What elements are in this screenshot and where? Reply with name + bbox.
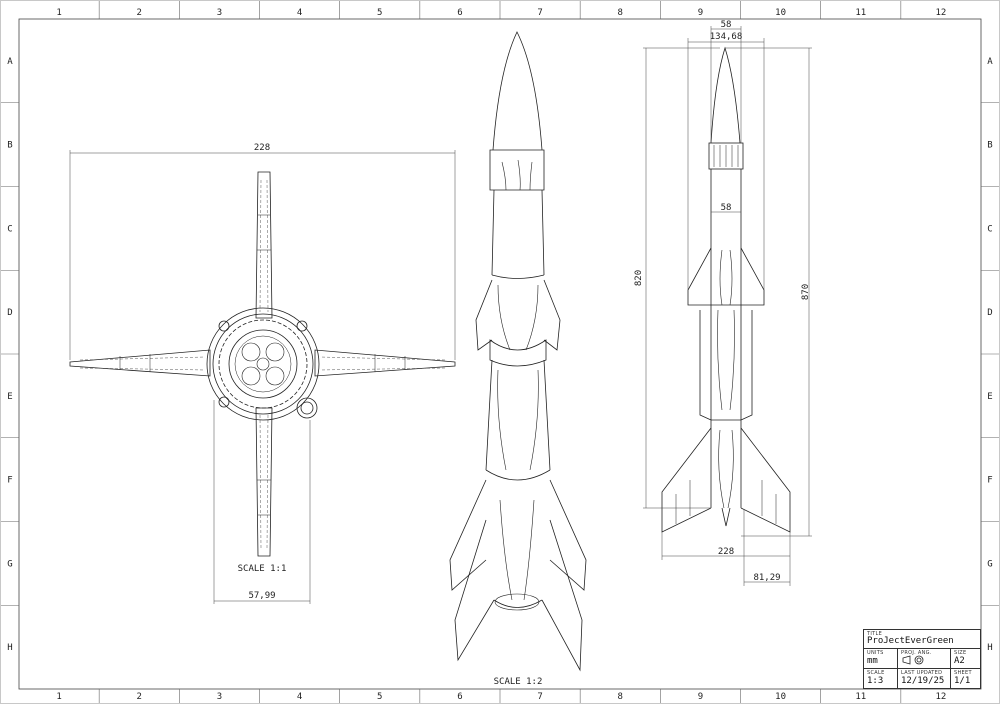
- column-label: 10: [775, 692, 786, 702]
- column-label: 11: [855, 692, 866, 702]
- column-label: 11: [855, 8, 866, 18]
- title-block-scale-cell: SCALE 1:3: [863, 668, 898, 689]
- front-view-dim-top-b: 134,68: [710, 32, 743, 42]
- front-view-dim-length-right: 870: [801, 284, 811, 300]
- column-label: 2: [137, 692, 142, 702]
- column-label: 8: [618, 692, 623, 702]
- size-value: A2: [954, 656, 965, 666]
- row-label: H: [7, 643, 12, 653]
- column-label: 8: [618, 8, 623, 18]
- bottom-view-span-dimension: 228: [254, 143, 270, 153]
- side-view-lower-fins: [449, 479, 587, 591]
- row-label: E: [987, 392, 992, 402]
- front-view-dimension-lines: [643, 26, 812, 586]
- sheet-label: SHEET: [954, 670, 972, 676]
- front-view: [661, 46, 791, 533]
- row-label: C: [7, 224, 12, 234]
- bottom-view-scale-label: SCALE 1:1: [238, 564, 287, 574]
- projection-label: PROJ. ANG.: [901, 650, 932, 656]
- units-value: mm: [867, 656, 878, 666]
- column-label: 7: [537, 692, 542, 702]
- front-view-dim-body: 58: [721, 203, 732, 213]
- column-label: 4: [297, 8, 302, 18]
- row-ticks: [1, 102, 999, 606]
- front-view-lower-fins: [661, 427, 791, 533]
- row-label: A: [7, 57, 13, 67]
- front-view-upper-fins: [687, 247, 765, 306]
- title-block-sheet-cell: SHEET 1/1: [950, 668, 981, 689]
- bottom-view: [69, 150, 456, 604]
- title-block: TITLE ProJectEverGreen UNITS mm PROJ. AN…: [863, 629, 981, 689]
- front-view-body-tube: [710, 169, 742, 508]
- front-view-nose-cone: [710, 46, 741, 144]
- title-block-title-cell: TITLE ProJectEverGreen: [863, 629, 981, 649]
- column-label: 3: [217, 692, 222, 702]
- updated-value: 12/19/25: [901, 676, 945, 686]
- row-label: B: [7, 141, 12, 151]
- title-block-units-cell: UNITS mm: [863, 648, 898, 669]
- drawing-title: ProJectEverGreen: [867, 636, 954, 646]
- row-label: H: [987, 643, 992, 653]
- column-label: 5: [377, 692, 382, 702]
- front-view-dim-top-a: 58: [721, 20, 732, 30]
- title-block-size-cell: SIZE A2: [950, 648, 981, 669]
- column-label: 12: [935, 692, 946, 702]
- scale-value: 1:3: [867, 676, 884, 686]
- bottom-view-dimensions: [69, 150, 456, 604]
- row-label: G: [7, 559, 12, 569]
- column-label: 2: [137, 8, 142, 18]
- column-label: 5: [377, 8, 382, 18]
- side-view: [449, 31, 587, 672]
- column-label: 9: [698, 692, 703, 702]
- bottom-view-body: [206, 307, 320, 421]
- column-label: 7: [537, 8, 542, 18]
- sheet-value: 1/1: [954, 676, 971, 686]
- front-view-dim-span: 228: [718, 547, 734, 557]
- column-ticks: [98, 1, 902, 703]
- column-label: 9: [698, 8, 703, 18]
- row-label: G: [987, 559, 992, 569]
- column-label: 1: [56, 692, 61, 702]
- row-label: E: [7, 392, 12, 402]
- column-label: 12: [935, 8, 946, 18]
- size-label: SIZE: [954, 650, 967, 656]
- column-label: 3: [217, 8, 222, 18]
- projection-angle-icon: [902, 655, 924, 665]
- front-view-dim-fin: 81,29: [753, 573, 780, 583]
- column-label: 10: [775, 8, 786, 18]
- row-labels-right: A B C D E F G H: [987, 57, 993, 653]
- row-labels-left: A B C D E F G H: [7, 57, 13, 653]
- units-label: UNITS: [867, 650, 884, 656]
- row-label: D: [7, 308, 12, 318]
- side-view-nose-cone: [492, 31, 543, 151]
- side-view-body-tube: [491, 189, 545, 276]
- title-block-projection-cell: PROJ. ANG.: [897, 648, 951, 669]
- row-label: F: [7, 476, 12, 486]
- column-label: 4: [297, 692, 302, 702]
- row-label: D: [987, 308, 992, 318]
- scale-label: SCALE: [867, 670, 885, 676]
- bottom-view-width-dimension: 57,99: [248, 591, 275, 601]
- updated-label: LAST UPDATED: [901, 670, 943, 676]
- front-view-dim-length-left: 820: [634, 270, 644, 286]
- side-view-upper-fins: [475, 279, 561, 351]
- bottom-view-fins: [69, 171, 456, 557]
- row-label: A: [987, 57, 993, 67]
- row-label: C: [987, 224, 992, 234]
- row-label: F: [987, 476, 992, 486]
- title-block-updated-cell: LAST UPDATED 12/19/25: [897, 668, 951, 689]
- column-label: 1: [56, 8, 61, 18]
- row-label: B: [987, 141, 992, 151]
- column-label: 6: [457, 8, 462, 18]
- title-label: TITLE: [867, 631, 883, 637]
- side-view-scale-label: SCALE 1:2: [494, 677, 543, 687]
- column-label: 6: [457, 692, 462, 702]
